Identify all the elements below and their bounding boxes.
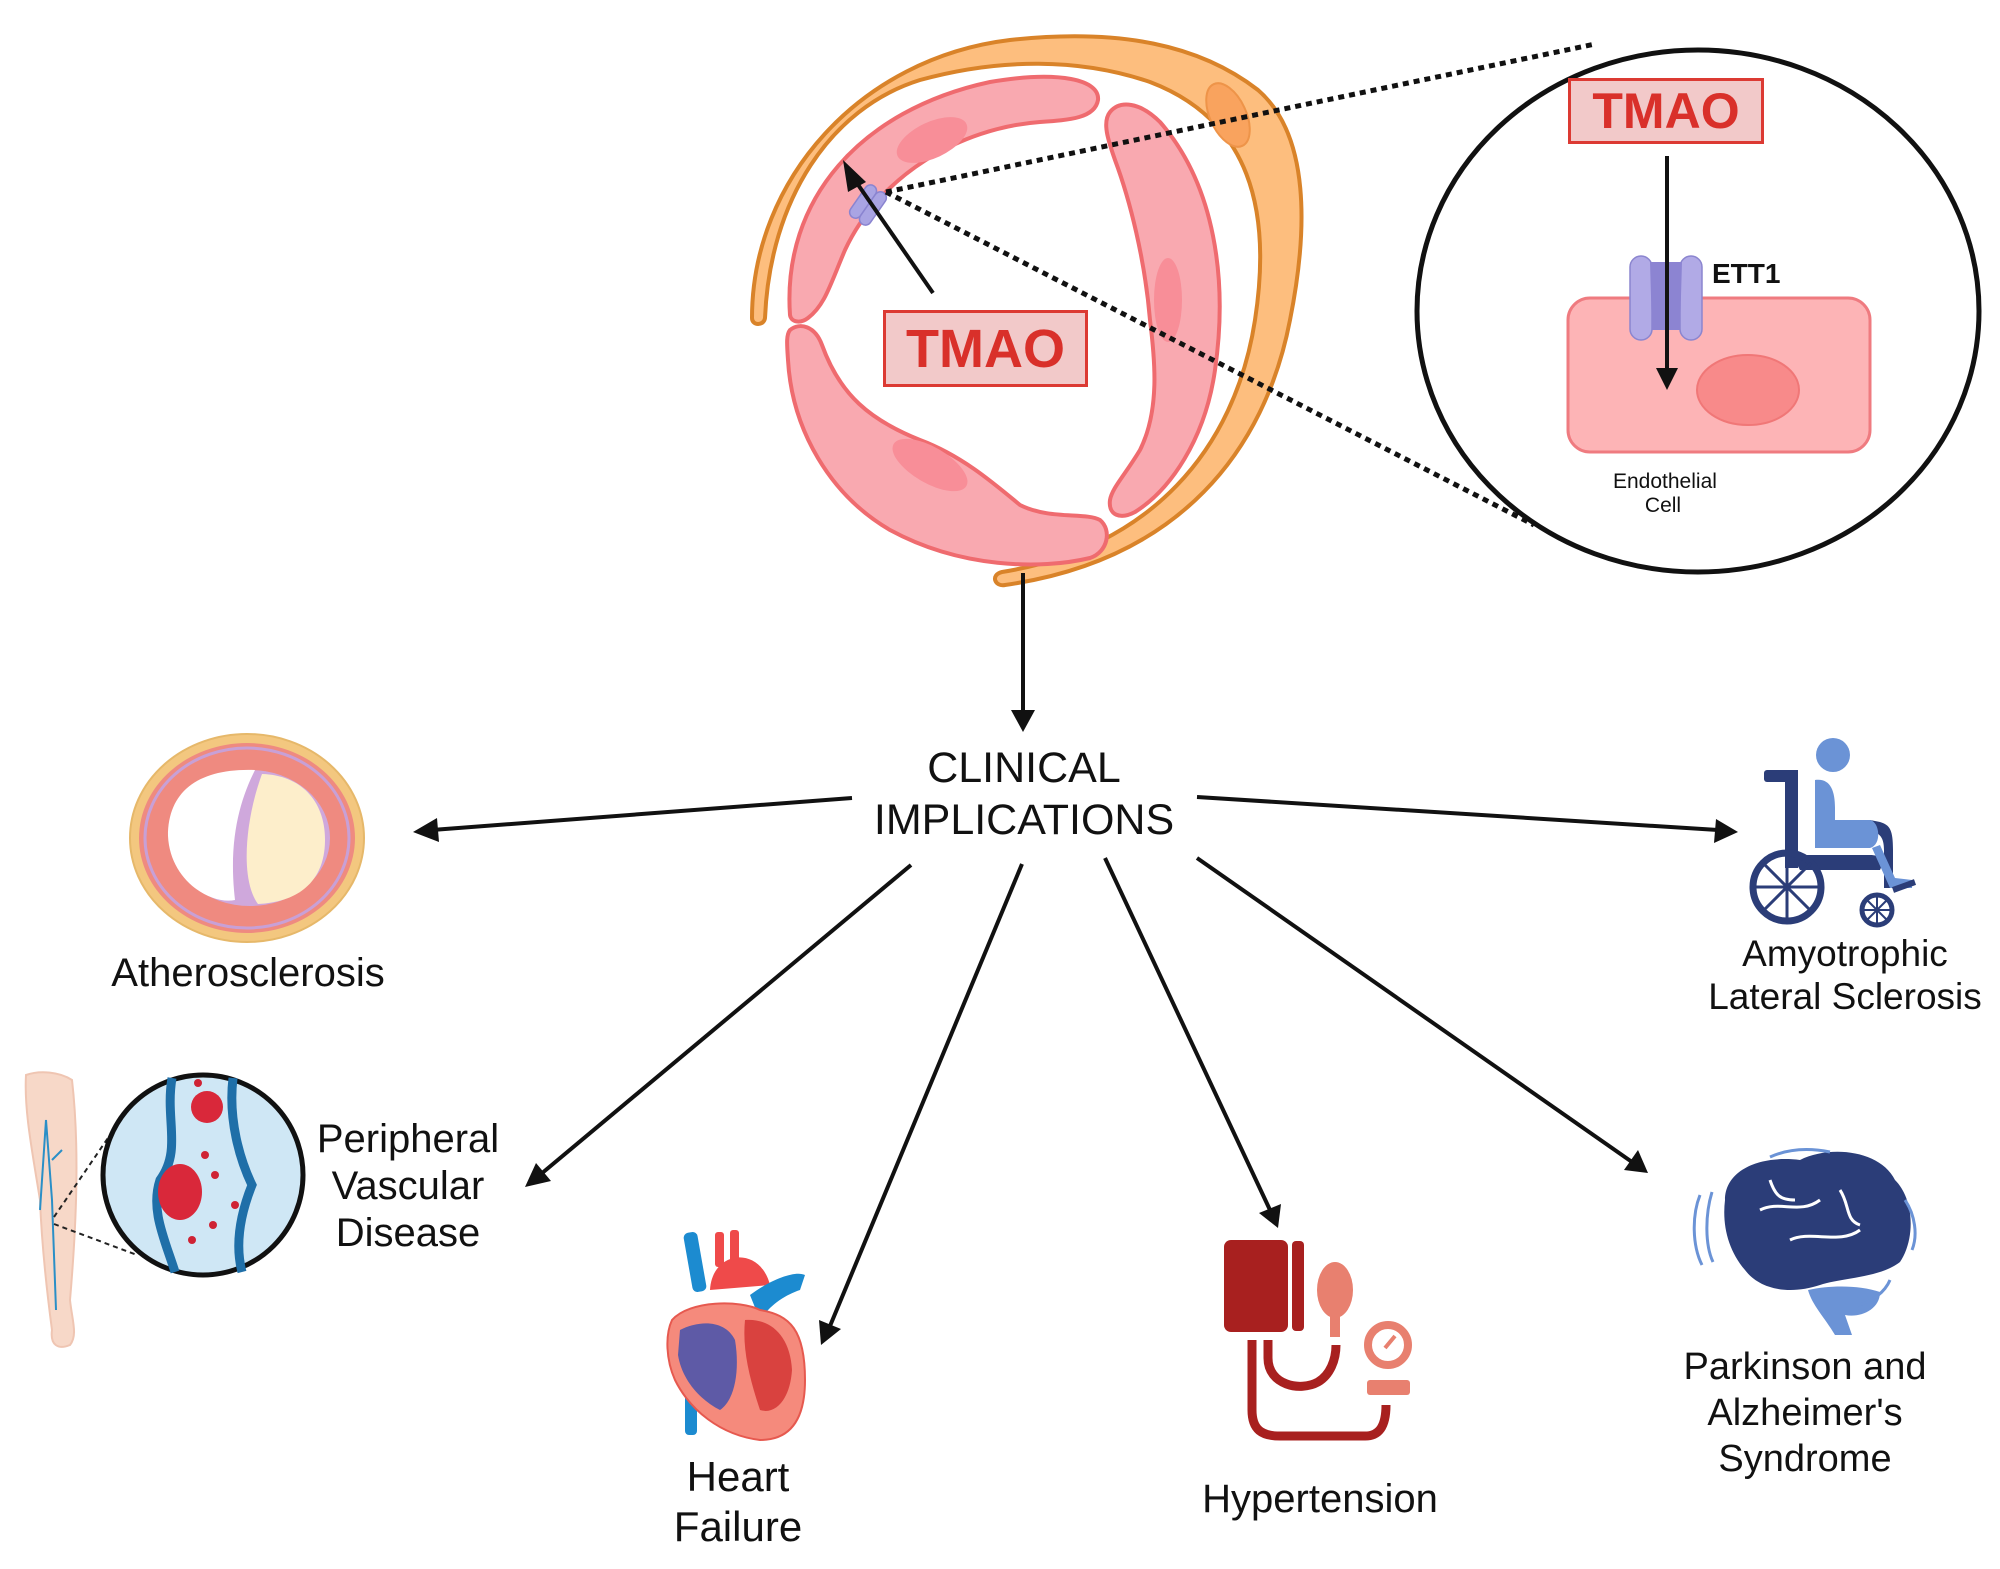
zoom-connector-bottom xyxy=(884,189,1536,528)
cell-nucleus xyxy=(1154,258,1182,342)
tmao-label-inset: TMAO xyxy=(1568,78,1764,144)
clinical-implications-heading: CLINICAL IMPLICATIONS xyxy=(860,742,1188,846)
label-als-line1: Amyotrophic xyxy=(1742,933,1948,974)
wheelchair-icon xyxy=(1749,738,1917,928)
endothelial-cell-label-line1: Endothelial xyxy=(1613,470,1717,493)
endothelial-cell-label: Endothelial Cell xyxy=(1613,470,1717,518)
label-pvd-line1: Peripheral xyxy=(316,1117,500,1161)
tmao-uptake-arrowhead xyxy=(843,160,866,192)
endothelial-cell-top-left xyxy=(787,74,1100,324)
arrow-to-atherosclerosis xyxy=(431,796,853,832)
artery-plaque-icon xyxy=(129,733,365,943)
endothelial-cell-label-line2: Cell xyxy=(1644,494,1682,518)
tmao-label-vessel: TMAO xyxy=(883,310,1088,387)
blood-vessel-cross-section xyxy=(749,34,1304,588)
label-heart-failure-line2: Failure xyxy=(673,1503,803,1550)
vein-zoom-circle xyxy=(100,1072,306,1278)
cell-nucleus xyxy=(892,438,968,492)
thrombus xyxy=(158,1164,202,1220)
label-peripheral-vascular-disease: Peripheral Vascular Disease xyxy=(308,1116,508,1257)
leg-icon xyxy=(24,1071,78,1348)
brain-icon xyxy=(1692,1147,1917,1335)
tmao-uptake-arrow xyxy=(850,174,935,295)
zoom-inset xyxy=(1414,47,1982,575)
label-heart-failure: Heart Failure xyxy=(658,1452,818,1552)
blood-pressure-cuff-icon xyxy=(1224,1240,1412,1441)
label-pvd-line2: Vascular xyxy=(331,1164,485,1208)
heading-line1: CLINICAL xyxy=(927,744,1121,792)
implication-arrows xyxy=(413,795,1738,1345)
embolus xyxy=(191,1091,223,1123)
arrow-to-als xyxy=(1196,795,1719,832)
label-heart-failure-line1: Heart xyxy=(686,1453,790,1500)
ett1-label: ETT1 xyxy=(1712,258,1781,289)
adventitia-layer xyxy=(749,34,1304,588)
arrowhead-hypertension xyxy=(1259,1204,1281,1228)
label-parkinson-line2: Alzheimer's xyxy=(1707,1392,1903,1434)
label-atherosclerosis: Atherosclerosis xyxy=(111,951,385,995)
arrowhead-parkinson xyxy=(1624,1150,1648,1173)
arrow-to-hypertension xyxy=(1103,857,1272,1211)
leg-vein-clot-icon xyxy=(24,1071,306,1348)
arrowhead-pvd xyxy=(525,1163,551,1187)
arrow-to-parkinson xyxy=(1195,856,1634,1164)
arrow-to-pvd xyxy=(539,863,913,1176)
heading-line2: IMPLICATIONS xyxy=(873,796,1175,844)
arrow-to-heart-failure xyxy=(828,863,1024,1327)
vessel-to-hub-arrowhead xyxy=(1011,710,1035,732)
heart-anatomy-icon xyxy=(666,1230,807,1442)
label-parkinson-alzheimer: Parkinson and Alzheimer's Syndrome xyxy=(1680,1344,1930,1482)
inset-uptake-arrowhead xyxy=(1656,368,1678,390)
endothelial-cell-bottom xyxy=(785,324,1109,567)
endothelial-cell-nucleus xyxy=(1696,354,1800,426)
label-als: Amyotrophic Lateral Sclerosis xyxy=(1700,932,1990,1018)
label-pvd-line3: Disease xyxy=(335,1211,481,1255)
label-hypertension: Hypertension xyxy=(1202,1477,1438,1521)
label-parkinson-line1: Parkinson and xyxy=(1683,1346,1927,1388)
cell-nucleus xyxy=(896,117,968,163)
arrowhead-heart-failure xyxy=(819,1320,841,1345)
arrowhead-als xyxy=(1714,819,1738,843)
label-als-line2: Lateral Sclerosis xyxy=(1708,976,1982,1017)
label-parkinson-line3: Syndrome xyxy=(1718,1438,1892,1480)
arrowhead-atherosclerosis xyxy=(413,818,439,842)
